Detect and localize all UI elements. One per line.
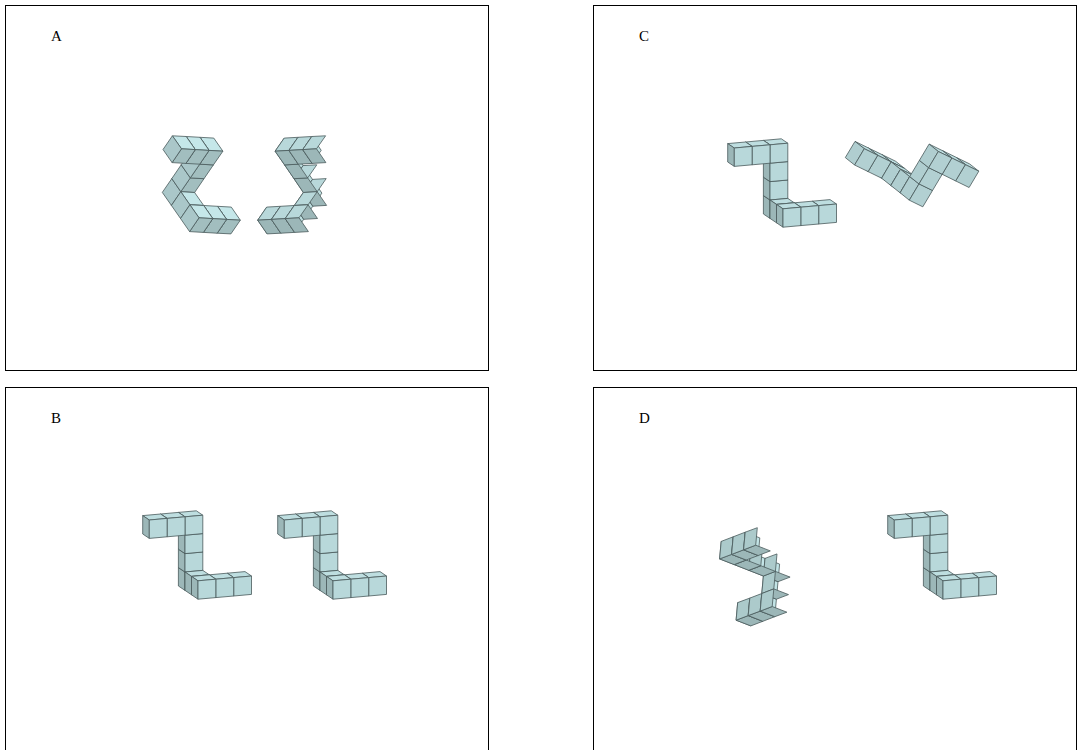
cube-face xyxy=(894,518,912,538)
cube-face xyxy=(930,572,937,595)
cube-face xyxy=(855,149,878,172)
cube-face xyxy=(303,149,326,164)
cube-face xyxy=(734,146,752,166)
panel-letter: D xyxy=(639,410,650,427)
stimulus-panel: D xyxy=(593,387,1077,750)
cube-face xyxy=(752,145,770,165)
cube-face xyxy=(284,518,302,538)
cube-face xyxy=(770,143,788,163)
cube-face xyxy=(732,532,746,554)
cube-face xyxy=(369,576,387,596)
cube-face xyxy=(720,537,734,559)
cube-face xyxy=(163,136,182,163)
cube-face xyxy=(930,515,948,535)
stimulus-panel: C xyxy=(593,5,1077,371)
cube-face xyxy=(320,534,338,554)
cube-face xyxy=(216,578,234,598)
cube-face xyxy=(285,205,308,219)
stimulus-panel: A xyxy=(5,5,489,371)
cube-face xyxy=(327,576,334,599)
cube-face xyxy=(149,518,167,538)
cube-face xyxy=(728,144,735,167)
cube-face xyxy=(294,178,317,193)
cube-face xyxy=(185,534,203,554)
cube-face xyxy=(234,576,252,596)
cube-face xyxy=(320,552,338,572)
cube-face xyxy=(929,152,952,175)
cube-face xyxy=(979,576,997,596)
cube-face xyxy=(185,515,203,535)
cube-face xyxy=(192,576,199,599)
cube-face xyxy=(198,579,216,599)
cube-face xyxy=(770,162,788,182)
cube-face xyxy=(912,517,930,537)
cube-face xyxy=(736,598,750,620)
cube-face xyxy=(770,180,788,200)
cube-face xyxy=(285,218,308,233)
cube-face xyxy=(320,572,327,595)
cube-face xyxy=(303,136,326,150)
cube-face xyxy=(783,207,801,227)
cube-face xyxy=(167,517,185,537)
cube-face xyxy=(777,204,784,227)
cube-face xyxy=(302,517,320,537)
cube-face xyxy=(760,589,774,611)
cube-face xyxy=(801,206,819,226)
cube-face xyxy=(351,578,369,598)
stimulus-panel: B xyxy=(5,387,489,750)
cube-face xyxy=(930,552,948,572)
cube-face xyxy=(278,516,285,539)
cube-face xyxy=(770,200,777,223)
cube-face xyxy=(748,594,762,616)
cube-face xyxy=(143,516,150,539)
cube-face xyxy=(320,515,338,535)
cube-face xyxy=(185,572,192,595)
cube-face xyxy=(185,552,203,572)
cube-face xyxy=(819,204,837,224)
panel-letter: C xyxy=(639,28,649,45)
cube-face xyxy=(930,534,948,554)
cube-face xyxy=(294,192,317,206)
panel-letter: A xyxy=(51,28,62,45)
panel-letter: B xyxy=(51,410,61,427)
cube-face xyxy=(888,516,895,539)
cube-face xyxy=(937,576,944,599)
cube-face xyxy=(285,164,308,179)
cube-face xyxy=(181,205,200,232)
cube-face xyxy=(943,579,961,599)
cube-face xyxy=(333,579,351,599)
cube-face xyxy=(744,528,758,550)
cube-face xyxy=(961,578,979,598)
